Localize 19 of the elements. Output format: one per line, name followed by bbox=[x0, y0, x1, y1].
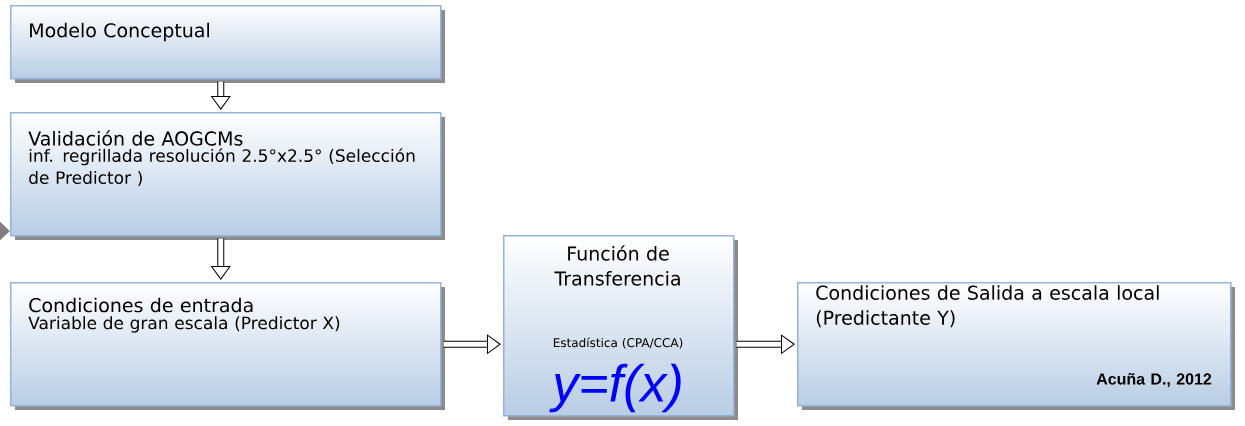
box-text: inf. regrillada resolución 2.5°x2.5° (Selección de Predictor ) bbox=[29, 148, 415, 187]
process-box bbox=[797, 282, 1235, 410]
process-box bbox=[10, 5, 445, 83]
box-text: Estadística (CPA/CCA) bbox=[553, 337, 683, 349]
box-text: Acuña D., 2012 bbox=[1096, 373, 1212, 387]
arrow bbox=[443, 334, 501, 354]
box-text: Validación de AOGCMs bbox=[28, 130, 243, 146]
process-box bbox=[503, 235, 738, 420]
box-text: Función de Transferencia bbox=[554, 245, 680, 286]
arrow bbox=[736, 334, 795, 354]
arrow bbox=[211, 81, 231, 110]
process-box bbox=[10, 112, 445, 240]
process-box bbox=[10, 282, 445, 410]
box-text: Condiciones de Salida a escala local (Predictante Y) bbox=[816, 285, 1159, 328]
box-text: Condiciones de entrada bbox=[29, 297, 253, 313]
arrow bbox=[211, 238, 231, 280]
box-text: Modelo Conceptual bbox=[30, 22, 209, 42]
box-text: y=f(x) bbox=[549, 363, 681, 413]
box-text: Variable de gran escala (Predictor X) bbox=[28, 316, 340, 333]
